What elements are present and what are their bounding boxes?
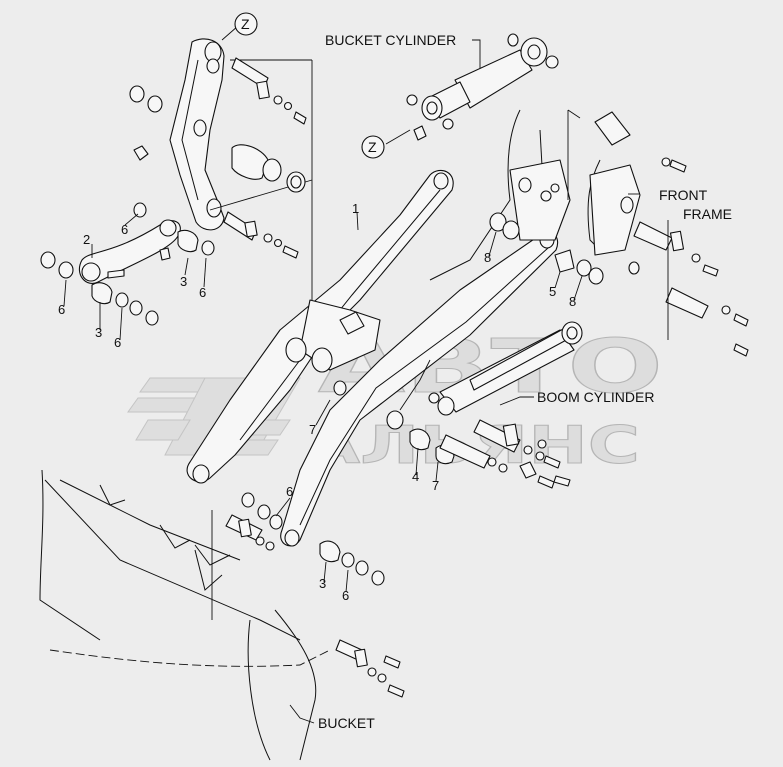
front-label: FRONT: [659, 187, 708, 203]
callout-7a: 7: [309, 422, 316, 437]
z-callout-mid: Z: [368, 139, 377, 155]
upper-pin-assembly: [129, 57, 307, 259]
callout-5: 5: [549, 284, 556, 299]
callout-3a: 3: [180, 274, 187, 289]
callout-4: 4: [412, 469, 419, 484]
callout-8a: 8: [484, 250, 491, 265]
callout-6f: 6: [342, 588, 349, 603]
callout-1: 1: [352, 201, 359, 216]
callout-6e: 6: [286, 484, 293, 499]
bucket-cylinder-label: BUCKET CYLINDER: [325, 32, 456, 48]
callout-6b: 6: [199, 285, 206, 300]
boom-cylinder: [428, 321, 583, 489]
callout-6d: 6: [114, 335, 121, 350]
callout-7b: 7: [432, 478, 439, 493]
callout-3c: 3: [319, 576, 326, 591]
callout-8b: 8: [569, 294, 576, 309]
z-callout-circle-top: [234, 12, 258, 36]
boom-arm: [186, 170, 558, 547]
frame-label: FRAME: [683, 206, 732, 222]
bushings-8: [489, 212, 604, 285]
bucket-link-pins: [211, 492, 405, 698]
callout-2: 2: [83, 232, 90, 247]
lower-boom-pins: [333, 359, 508, 473]
bucket-link: [40, 202, 215, 326]
callout-6a: 6: [121, 222, 128, 237]
z-callout-circle-mid: [361, 135, 385, 159]
bellcrank-lever: [169, 38, 225, 231]
callout-6c: 6: [58, 302, 65, 317]
watermark-text-line2: АЛЬЯНС: [305, 416, 640, 476]
bucket: [39, 469, 331, 761]
boom-cylinder-label: BOOM CYLINDER: [537, 389, 654, 405]
callout-3b: 3: [95, 325, 102, 340]
front-frame: [429, 109, 749, 357]
bucket-label: BUCKET: [318, 715, 375, 731]
z-callout-top: Z: [241, 16, 250, 32]
leader-lines: [63, 25, 640, 724]
bucket-cylinder: [406, 33, 559, 141]
